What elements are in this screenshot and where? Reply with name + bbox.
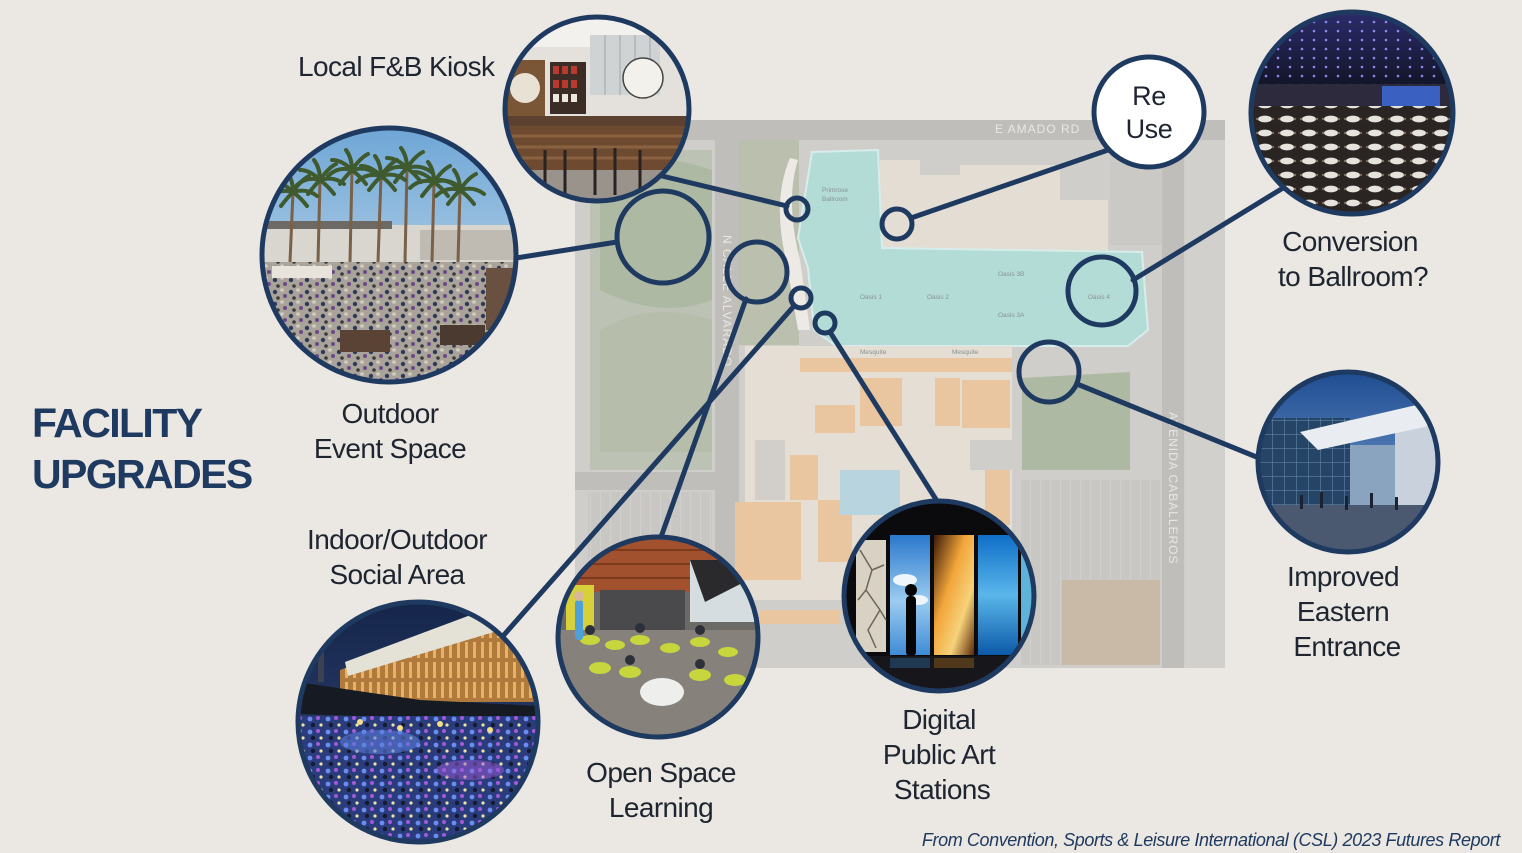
meeting-rooms xyxy=(735,358,1012,624)
street-label-calle-alvarado: N CALLE ALVARADO xyxy=(720,235,734,367)
ballroom-photo-frame xyxy=(1248,9,1456,217)
social-area-photo-frame xyxy=(295,599,541,845)
source-note: From Convention, Sports & Leisure Intern… xyxy=(922,830,1501,850)
callout-labels: Local F&B Kiosk Outdoor Event Space Indo… xyxy=(298,51,1429,823)
digital-art-photo-frame xyxy=(841,498,1037,694)
room-label: Mesquite xyxy=(952,349,979,356)
label-digital-art-line2: Public Art xyxy=(883,739,996,770)
label-outdoor-event-space-line1: Outdoor xyxy=(342,398,439,429)
hotspot-social-area xyxy=(788,285,814,311)
room-label: Oasis 4 xyxy=(1088,294,1110,301)
slide-title: FACILITY UPGRADES xyxy=(32,400,253,497)
pool xyxy=(840,470,900,515)
reuse-label-line2: Use xyxy=(1126,114,1173,144)
label-open-space-line2: Learning xyxy=(609,792,713,823)
entrance-photo-frame xyxy=(1255,369,1441,555)
title-line1: FACILITY xyxy=(32,400,203,446)
room-label: Oasis 3B xyxy=(998,271,1024,278)
reuse-bubble: Re Use xyxy=(1091,54,1207,170)
title-line2: UPGRADES xyxy=(32,451,252,497)
indoor-outdoor-social-area-photo xyxy=(298,602,538,842)
label-open-space-line1: Open Space xyxy=(586,757,736,788)
label-entrance-line3: Entrance xyxy=(1293,631,1400,662)
label-local-fb-kiosk: Local F&B Kiosk xyxy=(298,51,496,82)
connector-lines xyxy=(500,147,1286,639)
label-entrance-line1: Improved xyxy=(1287,561,1399,592)
label-digital-art-line1: Digital xyxy=(902,704,976,735)
map-hotspots xyxy=(614,188,1139,405)
reuse-label-line1: Re xyxy=(1132,81,1166,111)
connector-ballroom xyxy=(1130,185,1286,283)
room-label: Ballroom xyxy=(822,196,848,203)
room-label: Oasis 2 xyxy=(927,294,949,301)
label-ballroom-line2: to Ballroom? xyxy=(1278,261,1428,292)
room-label: Primrose xyxy=(822,187,848,194)
street-label-avenida-caballeros: AVENIDA CABALLEROS xyxy=(1166,412,1180,565)
connector-digital-art xyxy=(827,329,940,504)
label-outdoor-event-space-line2: Event Space xyxy=(314,433,466,464)
connector-open-space xyxy=(658,296,749,540)
open-space-photo-frame xyxy=(555,534,761,740)
hotspot-outdoor-event-space xyxy=(614,188,712,286)
outdoor-event-space-photo-frame xyxy=(259,125,519,385)
connector-entrance xyxy=(1074,381,1262,461)
ballroom-area xyxy=(796,148,1150,347)
hotspot-reuse xyxy=(879,206,915,242)
ballroom-photo xyxy=(1251,12,1453,214)
hotspot-entrance xyxy=(1016,339,1082,405)
room-label: Oasis 1 xyxy=(860,294,882,301)
kiosk-photo-frame xyxy=(502,14,692,204)
hotspot-kiosk xyxy=(783,195,811,223)
label-social-area-line1: Indoor/Outdoor xyxy=(307,524,487,555)
label-ballroom-line1: Conversion xyxy=(1282,226,1418,257)
room-label: Mesquite xyxy=(860,349,887,356)
digital-public-art-photo xyxy=(844,501,1034,691)
label-digital-art-line3: Stations xyxy=(894,774,990,805)
room-label: Oasis 3A xyxy=(998,312,1025,319)
hotspot-open-space xyxy=(724,239,790,305)
connector-reuse xyxy=(908,147,1111,221)
connector-kiosk xyxy=(659,173,790,209)
connector-outdoor-event-space xyxy=(513,239,620,261)
label-entrance-line2: Eastern xyxy=(1297,596,1389,627)
photo-frames xyxy=(259,9,1456,845)
outdoor-event-space-photo xyxy=(262,128,516,382)
hotspot-digital-art xyxy=(812,310,838,336)
street-label-e-amado: E AMADO RD xyxy=(995,122,1080,136)
connector-social-area xyxy=(500,303,797,639)
hotspot-ballroom xyxy=(1065,254,1139,328)
label-social-area-line2: Social Area xyxy=(329,559,465,590)
